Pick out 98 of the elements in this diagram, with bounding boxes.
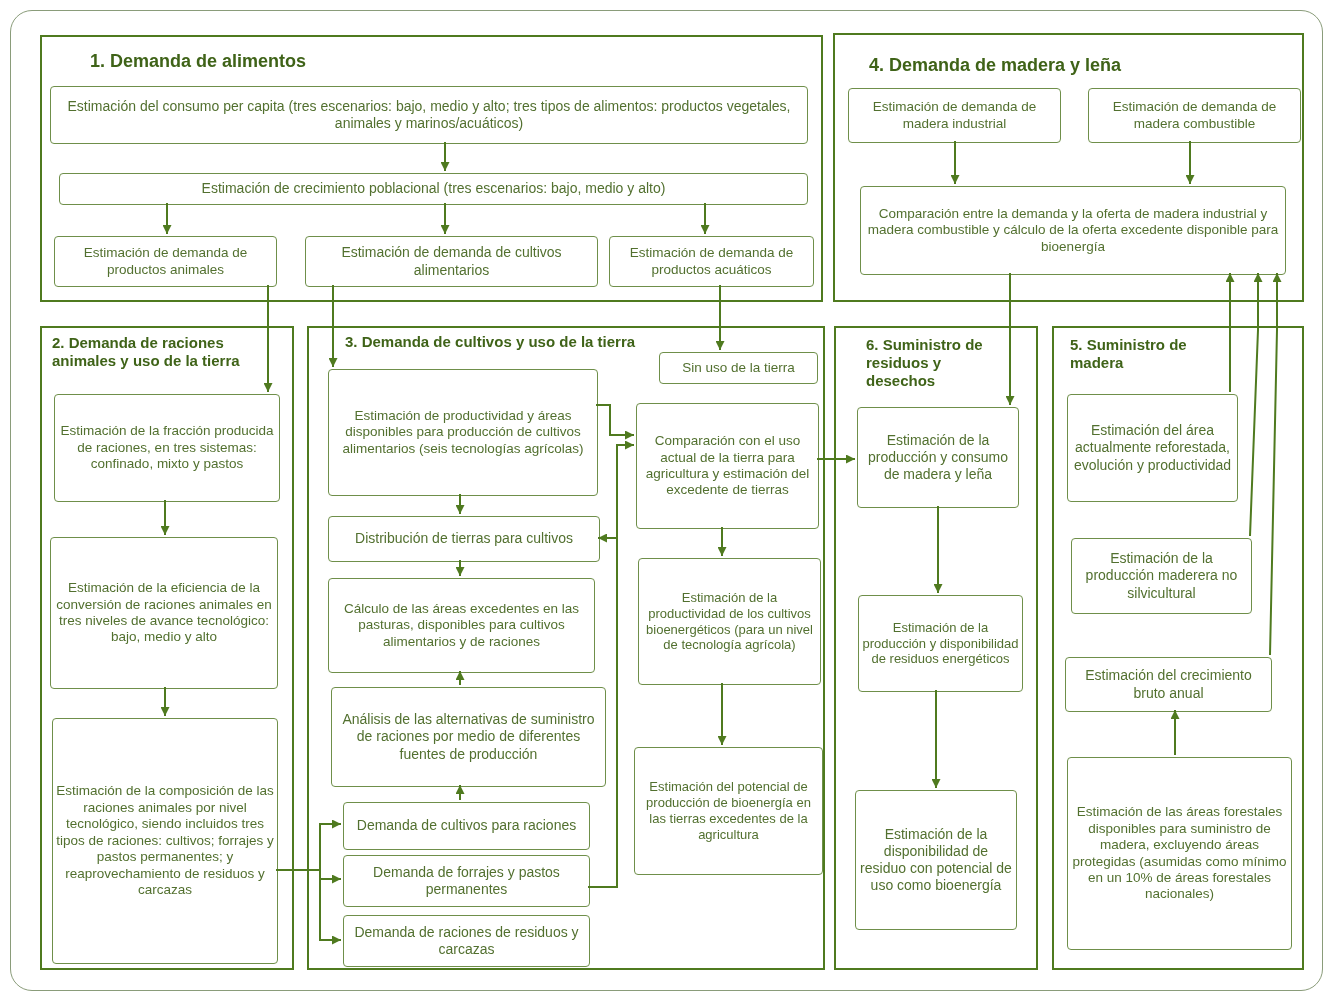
section-heading: 6. Suministro de residuos y desechos [866,336,984,390]
arrow [1005,272,1015,406]
process-box [659,352,818,384]
box-text: Estimación del área actualmente reforestada, evolución y productividad [1072,422,1233,474]
box-text: Distribución de tierras para cultivos [355,530,573,548]
box-text: Sin uso de la tierra [682,359,795,377]
process-box [860,186,1286,275]
process-box [1067,394,1238,502]
box-text: Estimación de la producción y consumo de madera y leña [866,431,1010,484]
process-box [50,537,278,689]
process-box [1065,657,1272,712]
process-box [52,718,278,964]
process-box [855,790,1017,930]
section-panel [1052,326,1304,970]
arrow [931,689,941,789]
process-box [1088,88,1301,143]
arrow [933,505,943,594]
box-text: Análisis de las alternativas de suministro de raciones por medio de diferentes fuentes de producción [341,711,596,763]
process-box [848,88,1061,143]
process-box [50,86,808,144]
arrow [328,284,338,368]
process-box [858,595,1023,692]
section-heading: 1. Demanda de alimentos [90,51,308,73]
section-panel [833,33,1304,302]
section-panel [40,35,823,302]
arrow [715,284,725,351]
box-text: Estimación de la disponibilidad de residuo con potencial de uso como bioenergía [859,825,1013,895]
arrow [160,499,170,536]
box-text: Estimación de la fracción producida de raciones, en tres sistemas: confinado, mixto y pastos [59,423,275,473]
arrow [160,686,170,717]
process-box [634,747,823,875]
process-box [609,236,814,287]
process-box [328,369,598,496]
box-text: Estimación de la productividad de los cultivos bioenergéticos (para un nivel de tecnología agrícola) [645,589,814,654]
box-text: Estimación del crecimiento bruto anual [1084,667,1253,702]
arrow [950,140,960,185]
section-heading: 3. Demanda de cultivos y uso de la tierra [345,333,637,351]
box-text: Estimación de demanda de productos acuáticos [628,245,795,278]
arrow [440,141,450,172]
process-box [328,578,595,673]
section-panel [40,326,294,970]
arrow [1185,140,1195,185]
box-text: Estimación de la producción maderera no silvicultural [1084,550,1239,602]
process-box [857,407,1019,508]
process-box [638,558,821,685]
process-box [1067,757,1292,950]
arrow [717,526,727,557]
box-text: Demanda de raciones de residuos y carcazas [353,923,580,959]
arrow [595,404,635,440]
process-box [305,236,598,287]
section-heading: 4. Demanda de madera y leña [869,55,1123,77]
box-text: Estimación de demanda de madera industrial [871,99,1038,132]
process-box [331,687,606,787]
arrow [440,202,450,235]
arrow [1225,272,1235,393]
process-box [636,403,819,529]
arrow [816,454,856,464]
arrow [455,493,465,515]
process-box [343,915,590,967]
arrow [1269,272,1282,656]
arrow [275,869,342,945]
section-panel [307,326,825,970]
process-box [54,236,277,287]
process-box [328,516,600,562]
arrow [587,533,618,888]
arrow [455,670,465,686]
box-text: Estimación de demanda de madera combustible [1111,99,1278,132]
section-panel [834,326,1038,970]
box-text: Demanda de cultivos para raciones [356,817,577,835]
box-text: Demanda de forrajes y pastos permanentes [372,863,561,899]
process-box [59,173,808,205]
box-text: Estimación de la producción y disponibilidad de residuos energéticos [862,619,1019,668]
process-box [54,394,280,502]
box-text: Estimación de crecimiento poblacional (tres escenarios: bajo, medio y alto) [201,180,666,198]
arrow [1170,709,1180,756]
arrow [455,559,465,577]
box-text: Estimación de la composición de las raciones animales por nivel tecnológico, siendo incluidos tres tipos de raciones: cultivos; forrajes y pastos permanentes; y reaprovechamiento de residuos y carcazas [56,783,274,899]
process-box [343,855,590,907]
box-text: Estimación de demanda de productos animales [82,245,249,278]
arrow [700,202,710,235]
arrow [455,784,465,801]
box-text: Estimación de las áreas forestales disponibles para suministro de madera, excluyendo áreas protegidas (asumidas como mínimo en un 10% de áreas forestales nacionales) [1071,804,1288,903]
box-text: Comparación con el uso actual de la tierra para agricultura y estimación del excedente de tierras [644,433,811,499]
arrow [162,202,172,235]
box-text: Estimación del consumo per capita (tres escenarios: bajo, medio y alto; tres tipos de alimentos: productos vegetales, animales y marinos/acuáticos) [66,97,792,133]
arrow [263,284,273,393]
arrow [717,682,727,746]
box-text: Estimación de la eficiencia de la conversión de raciones animales en tres niveles de avance tecnológico: bajo, medio y alto [55,580,273,646]
process-box [343,802,590,850]
box-text: Estimación del potencial de producción de bioenergía en las tierras excedentes de la agricultura [645,779,812,843]
box-text: Estimación de demanda de cultivos alimentarios [340,244,563,279]
box-text: Comparación entre la demanda y la oferta de madera industrial y madera combustible y cálculo de la oferta excedente disponible para bioenergía [866,205,1280,256]
arrow [1249,272,1263,537]
section-heading: 5. Suministro de madera [1070,336,1188,372]
section-heading: 2. Demanda de raciones animales y uso de la tierra [52,334,241,370]
box-text: Estimación de productividad y áreas disponibles para producción de cultivos alimentarios (seis tecnologías agrícolas) [341,407,585,458]
process-box [1071,538,1252,614]
box-text: Cálculo de las áreas excedentes en las pasturas, disponibles para cultivos alimentarios y de raciones [343,600,580,651]
